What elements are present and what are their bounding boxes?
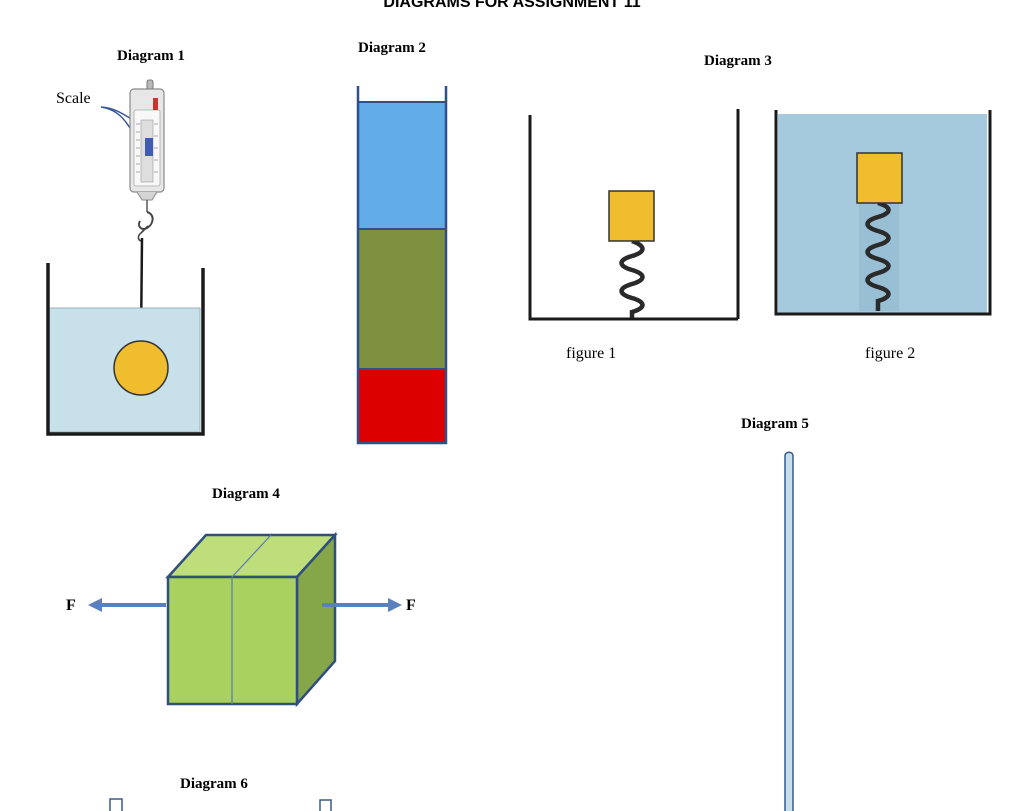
- tube-2: [356, 86, 448, 445]
- layer-top: [358, 102, 446, 229]
- tall-tube: [784, 451, 794, 811]
- cube: [165, 531, 338, 708]
- figure-2-caption: figure 2: [865, 345, 916, 362]
- tube-right: [319, 799, 332, 811]
- spring-1: [619, 238, 645, 318]
- page-title: DIAGRAMS FOR ASSIGNMENT 11: [383, 0, 641, 11]
- layer-bottom: [358, 369, 446, 442]
- force-label-right: F: [406, 597, 416, 614]
- layer-middle: [358, 229, 446, 369]
- block-1: [608, 190, 655, 242]
- ball: [113, 340, 169, 396]
- diagram-2-label: Diagram 2: [358, 40, 426, 56]
- force-label-left: F: [66, 597, 76, 614]
- container-1: [46, 263, 205, 436]
- spring-2: [865, 200, 891, 311]
- block-2: [856, 152, 903, 204]
- figure-2: [774, 110, 992, 316]
- scale-label: Scale: [56, 90, 91, 107]
- diagram-1-label: Diagram 1: [117, 48, 185, 64]
- figure-1: [528, 109, 740, 321]
- tube-left: [109, 798, 123, 811]
- diagram-4-label: Diagram 4: [212, 486, 280, 502]
- diagram-3-label: Diagram 3: [704, 53, 772, 69]
- spring-scale: [129, 79, 165, 242]
- diagram-6-label: Diagram 6: [180, 776, 248, 792]
- diagram-5-label: Diagram 5: [741, 416, 809, 432]
- figure-1-caption: figure 1: [566, 345, 617, 362]
